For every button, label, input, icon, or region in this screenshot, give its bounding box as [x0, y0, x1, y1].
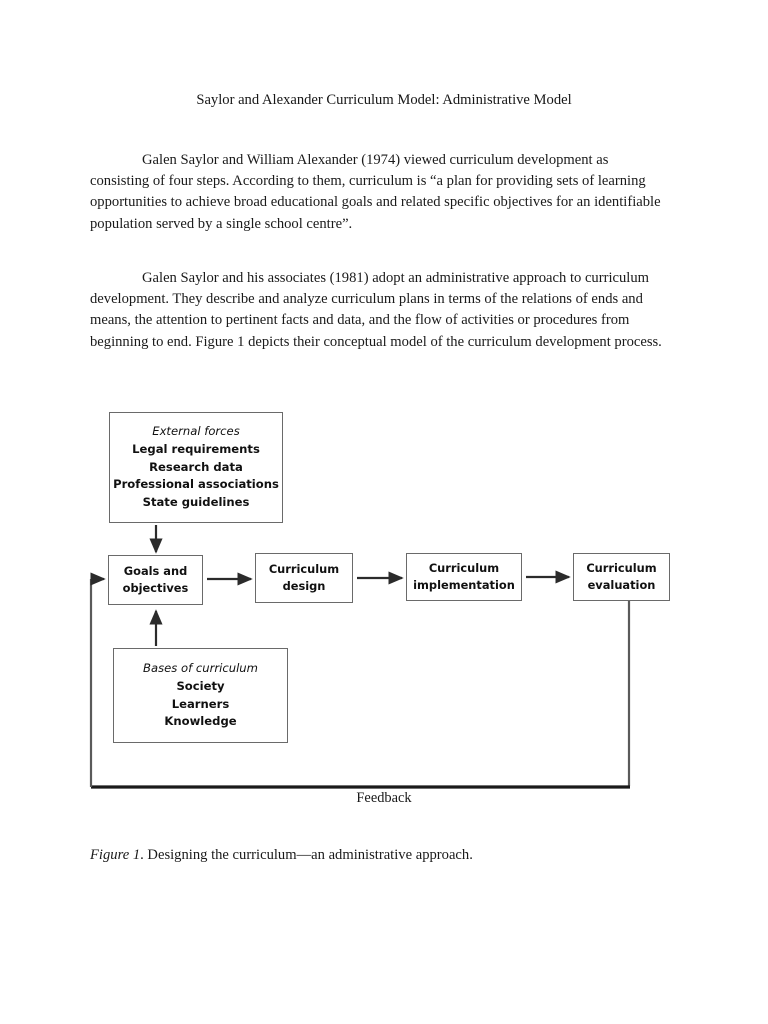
curriculum-design-line-2: design [282, 579, 326, 593]
bases-of-curriculum-item-society: Society [176, 678, 225, 693]
figure-caption-number: Figure 1 [90, 847, 141, 863]
curriculum-implementation-line-2: implementation [413, 578, 515, 592]
goals-and-objectives-line-1: Goals and [123, 563, 188, 578]
goals-and-objectives-line-2: objectives [122, 581, 189, 595]
curriculum-evaluation-line-1: Curriculum [586, 560, 657, 575]
curriculum-evaluation-line-2: evaluation [587, 578, 656, 592]
bases-of-curriculum-item-knowledge: Knowledge [164, 714, 237, 729]
feedback-label: Feedback [356, 790, 412, 806]
goals-and-objectives-box: Goals and objectives [108, 555, 203, 605]
bases-of-curriculum-heading: Bases of curriculum [143, 660, 258, 675]
figure-caption: Figure 1. Designing the curriculum—an ad… [90, 845, 690, 865]
curriculum-evaluation-box: Curriculum evaluation [573, 553, 670, 601]
external-forces-heading: External forces [152, 424, 240, 438]
bases-of-curriculum-item-learners: Learners [171, 696, 230, 711]
external-forces-item-professional-associations: Professional associations [113, 477, 279, 492]
curriculum-implementation-line-1: Curriculum [428, 560, 500, 575]
external-forces-box: External forces Legal requirements Resea… [109, 412, 283, 523]
body-paragraph-2: Galen Saylor and his associates (1981) a… [90, 270, 662, 350]
bases-of-curriculum-box: Bases of curriculum Society Learners Kno… [113, 648, 288, 743]
body-paragraph-1: Galen Saylor and William Alexander (1974… [90, 152, 661, 232]
external-forces-item-research-data: Research data [149, 459, 243, 474]
page-title: Saylor and Alexander Curriculum Model: A… [196, 92, 572, 108]
external-forces-item-legal-requirements: Legal requirements [132, 441, 260, 456]
external-forces-item-state-guidelines: State guidelines [142, 495, 250, 510]
curriculum-design-line-1: Curriculum [268, 561, 340, 576]
figure-caption-text: . Designing the curriculum—an administra… [140, 847, 473, 863]
curriculum-design-box: Curriculum design [255, 553, 353, 603]
curriculum-implementation-box: Curriculum implementation [406, 553, 522, 601]
